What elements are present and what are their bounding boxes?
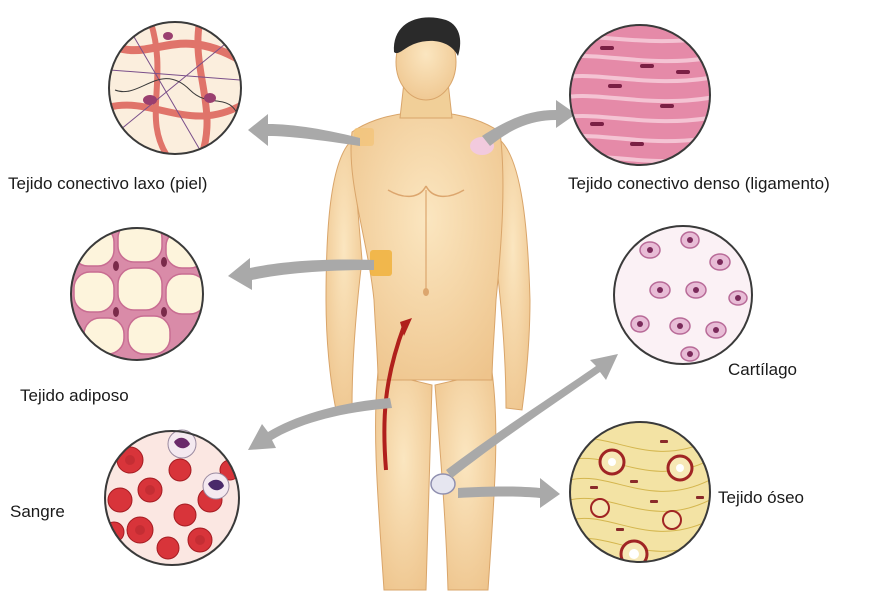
label-blood: Sangre bbox=[10, 502, 65, 522]
arrow-to-laxo bbox=[248, 114, 360, 146]
adipose-tissue-circle bbox=[71, 222, 206, 360]
label-cartilage: Cartílago bbox=[728, 360, 797, 380]
label-bone-tissue: Tejido óseo bbox=[718, 488, 804, 508]
cartilage-circle bbox=[614, 226, 752, 364]
label-adipose-tissue: Tejido adiposo bbox=[20, 386, 129, 406]
arrow-to-denso bbox=[482, 100, 576, 146]
label-dense-connective-tissue: Tejido conectivo denso (ligamento) bbox=[568, 174, 830, 194]
dense-connective-tissue-circle bbox=[560, 25, 720, 165]
bone-tissue-circle bbox=[570, 422, 710, 567]
loose-connective-tissue-circle bbox=[100, 20, 250, 160]
arrow-to-sangre bbox=[248, 398, 392, 450]
blood-circle bbox=[104, 430, 240, 565]
label-loose-connective-tissue: Tejido conectivo laxo (piel) bbox=[8, 174, 207, 194]
human-figure bbox=[326, 17, 530, 590]
